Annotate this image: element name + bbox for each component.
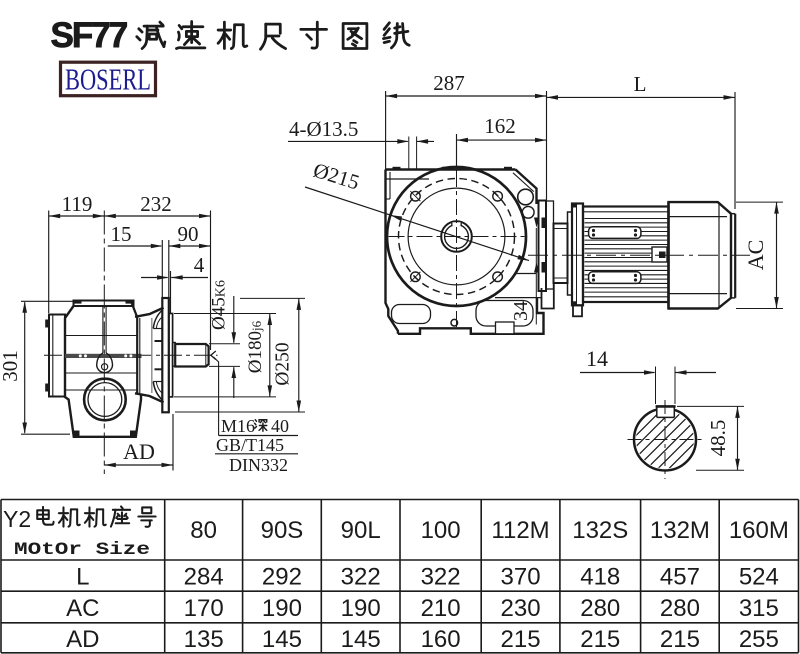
svg-text:SF77: SF77	[51, 16, 127, 55]
svg-text:215: 215	[580, 626, 620, 653]
svg-text:457: 457	[660, 564, 700, 591]
svg-text:190: 190	[341, 595, 381, 622]
svg-text:90: 90	[178, 222, 199, 246]
svg-text:L: L	[634, 72, 647, 96]
svg-text:132M: 132M	[650, 517, 710, 544]
svg-text:210: 210	[421, 595, 461, 622]
svg-text:L: L	[76, 564, 89, 591]
svg-text:301: 301	[0, 350, 22, 382]
svg-text:215: 215	[660, 626, 700, 653]
svg-text:170: 170	[184, 595, 224, 622]
svg-text:232: 232	[140, 192, 172, 216]
svg-text:215: 215	[501, 626, 541, 653]
svg-text:Ø45K6: Ø45K6	[209, 280, 230, 330]
svg-text:M16: M16	[221, 416, 255, 436]
svg-text:255: 255	[739, 626, 779, 653]
svg-text:MOtOr Size: MOtOr Size	[14, 540, 150, 560]
svg-text:145: 145	[341, 626, 381, 653]
svg-text:Ø180j6: Ø180j6	[245, 320, 266, 373]
svg-text:90L: 90L	[341, 517, 381, 544]
svg-text:322: 322	[421, 564, 461, 591]
svg-text:100: 100	[421, 517, 461, 544]
svg-text:162: 162	[484, 114, 516, 138]
svg-text:190: 190	[262, 595, 302, 622]
svg-text:287: 287	[433, 71, 465, 95]
svg-text:4: 4	[194, 253, 205, 277]
svg-text:Ø250: Ø250	[273, 342, 294, 385]
svg-text:280: 280	[580, 595, 620, 622]
svg-text:AD: AD	[123, 439, 155, 464]
svg-text:119: 119	[62, 192, 93, 216]
svg-text:AC: AC	[66, 595, 99, 622]
svg-text:4-Ø13.5: 4-Ø13.5	[289, 117, 358, 141]
svg-text:15: 15	[111, 222, 132, 246]
svg-text:112M: 112M	[491, 517, 549, 544]
svg-text:322: 322	[341, 564, 381, 591]
svg-text:418: 418	[580, 564, 620, 591]
svg-text:GB/T145: GB/T145	[216, 435, 284, 455]
svg-text:14: 14	[586, 346, 608, 371]
svg-text:160M: 160M	[729, 517, 789, 544]
svg-text:Y2: Y2	[3, 506, 31, 532]
svg-text:284: 284	[184, 564, 224, 591]
svg-text:DIN332: DIN332	[229, 455, 288, 475]
svg-text:AC: AC	[743, 240, 768, 271]
svg-text:135: 135	[184, 626, 224, 653]
svg-text:370: 370	[501, 564, 541, 591]
svg-text:280: 280	[660, 595, 700, 622]
svg-text:48.5: 48.5	[706, 420, 730, 457]
svg-text:80: 80	[190, 517, 217, 544]
svg-text:90S: 90S	[261, 517, 304, 544]
svg-text:524: 524	[739, 564, 779, 591]
svg-text:160: 160	[421, 626, 461, 653]
svg-text:145: 145	[262, 626, 302, 653]
svg-text:132S: 132S	[572, 517, 628, 544]
svg-text:BOSERL: BOSERL	[65, 62, 151, 97]
svg-text:315: 315	[739, 595, 779, 622]
svg-text:292: 292	[262, 564, 302, 591]
svg-text:AD: AD	[66, 626, 99, 653]
svg-text:230: 230	[501, 595, 541, 622]
svg-text:34: 34	[510, 301, 532, 321]
svg-text:40: 40	[271, 416, 289, 436]
